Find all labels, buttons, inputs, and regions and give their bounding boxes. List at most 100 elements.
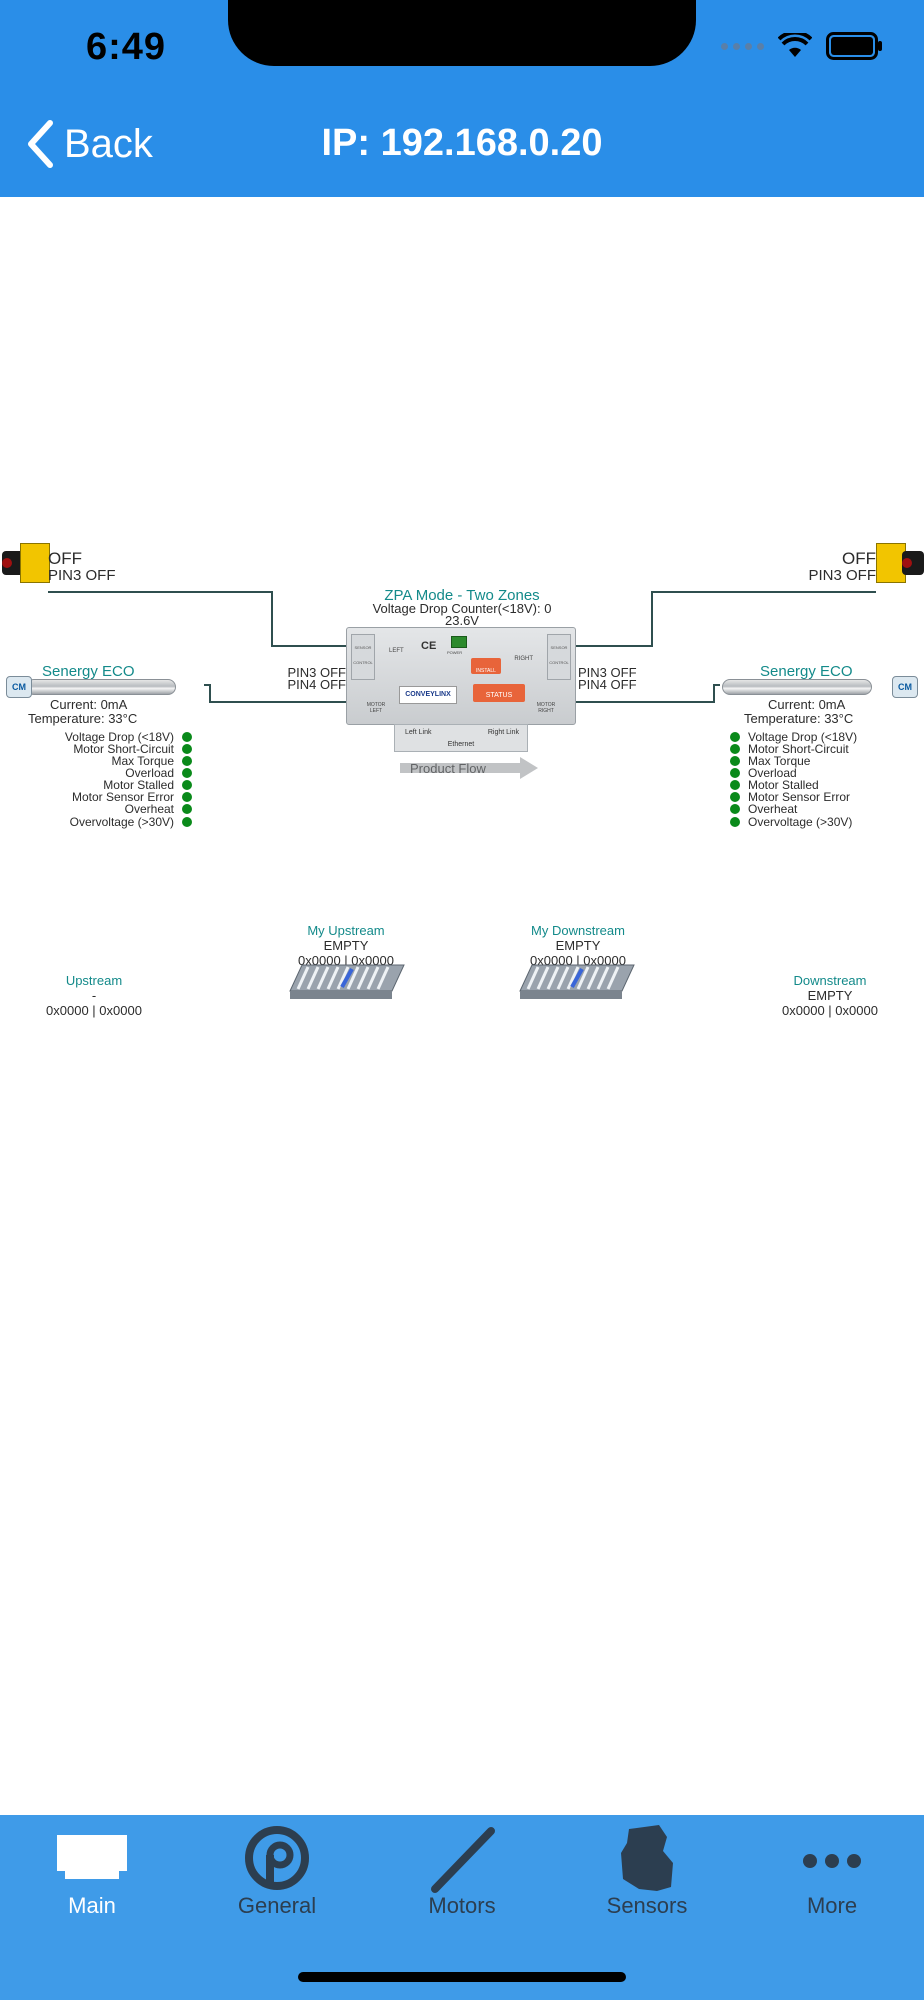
tab-more[interactable]: More <box>740 1815 924 1935</box>
zone-downstream-codes: 0x0000 | 0x0000 <box>782 1003 878 1018</box>
motor-left-label: MOTOR LEFT <box>366 702 386 714</box>
controller-diagram: OFF PIN3 OFF OFF PIN3 OFF ZPA Mode - Two… <box>0 197 924 1815</box>
status-led-icon <box>730 768 740 778</box>
status-row: Motor Sensor Error <box>730 790 920 804</box>
status-led-icon <box>182 780 192 790</box>
tab-general[interactable]: General <box>185 1815 369 1935</box>
status-led-icon <box>182 756 192 766</box>
tab-sensors[interactable]: Sensors <box>555 1815 739 1935</box>
tab-motors-label: Motors <box>428 1893 496 1918</box>
status-led-icon <box>730 732 740 742</box>
status-row: Motor Stalled <box>2 778 192 792</box>
right-motor-current: Current: 0mA <box>768 697 846 712</box>
status-led-icon <box>182 817 192 827</box>
status-led-icon <box>182 732 192 742</box>
left-sensor-state: OFF <box>48 549 82 568</box>
status-row: Overvoltage (>30V) <box>730 815 920 829</box>
navigation-header: 6:49 Back IP: 192.168.0.20 <box>0 0 924 197</box>
right-sensor-state: OFF <box>842 549 876 568</box>
zone-my-upstream-title: My Upstream <box>307 923 385 938</box>
power-label: POWER <box>447 650 463 655</box>
status-indicator: STATUS <box>473 684 525 702</box>
status-led-icon <box>730 756 740 766</box>
home-indicator[interactable] <box>298 1972 626 1982</box>
right-link-label: Right Link <box>487 729 519 736</box>
page-title: IP: 192.168.0.20 <box>321 122 603 164</box>
right-motor-roller-icon <box>722 679 872 695</box>
status-row: Motor Short-Circuit <box>730 742 920 756</box>
status-row: Overheat <box>2 802 192 816</box>
zone-my-upstream-codes: 0x0000 | 0x0000 <box>298 953 394 968</box>
ethernet-label: Ethernet <box>447 741 475 748</box>
status-row: Motor Sensor Error <box>2 790 192 804</box>
zone-my-downstream-status: EMPTY <box>555 938 601 953</box>
left-pin4-label: PIN4 OFF <box>287 677 346 692</box>
sensor-control-left-port: SENSOR CONTROL <box>351 634 375 680</box>
zone-downstream-title: Downstream <box>793 973 867 988</box>
install-button: INSTALL <box>471 658 501 674</box>
status-row: Voltage Drop (<18V) <box>2 730 192 744</box>
zone-upstream-status: - <box>91 988 97 1003</box>
tab-motors[interactable]: Motors <box>370 1815 554 1935</box>
voltage-drop-counter: Voltage Drop Counter(<18V): 0 <box>372 601 552 616</box>
main-icon <box>57 1835 127 1879</box>
sensors-icon <box>621 1825 673 1891</box>
tab-main-label: Main <box>68 1893 116 1918</box>
chevron-left-icon <box>28 120 53 168</box>
zone-my-downstream-codes: 0x0000 | 0x0000 <box>530 953 626 968</box>
status-row: Max Torque <box>730 754 920 768</box>
left-photo-sensor-icon <box>2 543 50 583</box>
status-led-icon <box>182 804 192 814</box>
left-sensor-pin: PIN3 OFF <box>48 567 116 584</box>
left-link-label: Left Link <box>405 729 432 736</box>
status-row: Overheat <box>730 802 920 816</box>
left-led-label: LEFT <box>389 648 404 654</box>
bus-voltage: 23.6V <box>445 613 479 628</box>
back-label: Back <box>64 121 153 166</box>
left-motor-cap-icon: CM <box>6 676 32 698</box>
zone-upstream-title: Upstream <box>65 973 123 988</box>
wifi-icon <box>778 33 812 57</box>
zone-downstream: Downstream EMPTY 0x0000 | 0x0000 <box>750 973 910 1018</box>
status-led-icon <box>730 817 740 827</box>
right-motor-temperature: Temperature: 33°C <box>744 711 854 726</box>
status-row: Motor Stalled <box>730 778 920 792</box>
right-led-label: RIGHT <box>514 656 533 662</box>
status-row: Max Torque <box>2 754 192 768</box>
status-time: 6:49 <box>86 26 167 68</box>
zone-my-downstream: My Downstream EMPTY 0x0000 | 0x0000 <box>498 923 658 968</box>
zone-upstream: Upstream - 0x0000 | 0x0000 <box>14 973 174 1018</box>
power-connector-icon <box>451 636 467 648</box>
ethernet-port-panel: Left Link Right Link Ethernet <box>394 724 528 752</box>
wiring-lines <box>48 591 876 703</box>
status-led-icon <box>182 792 192 802</box>
status-led-icon <box>182 744 192 754</box>
zone-upstream-codes: 0x0000 | 0x0000 <box>46 1003 142 1018</box>
status-row: Voltage Drop (<18V) <box>730 730 920 744</box>
tab-general-label: General <box>237 1893 317 1918</box>
mode-title: ZPA Mode - Two Zones <box>384 587 540 604</box>
status-row: Overload <box>2 766 192 780</box>
status-led-icon <box>730 792 740 802</box>
right-motor-cap-icon: CM <box>892 676 918 698</box>
back-button[interactable]: Back <box>26 120 153 168</box>
status-led-icon <box>730 780 740 790</box>
status-led-icon <box>730 744 740 754</box>
conveylinx-module: SENSOR CONTROL SENSOR CONTROL LEFT RIGHT… <box>346 627 576 725</box>
zone-my-upstream-status: EMPTY <box>323 938 369 953</box>
tab-sensors-label: Sensors <box>606 1893 688 1918</box>
tab-main[interactable]: Main <box>0 1815 184 1935</box>
left-motor-name: Senergy ECO <box>42 663 135 680</box>
status-led-icon <box>182 768 192 778</box>
right-pin4-label: PIN4 OFF <box>578 677 637 692</box>
status-led-icon <box>730 804 740 814</box>
zone-my-upstream: My Upstream EMPTY 0x0000 | 0x0000 <box>266 923 426 968</box>
status-row: Overvoltage (>30V) <box>2 815 192 829</box>
battery-icon <box>826 32 882 60</box>
right-photo-sensor-icon <box>876 543 924 583</box>
right-sensor-pin: PIN3 OFF <box>808 567 876 584</box>
motor-right-label: MOTOR RIGHT <box>536 702 556 714</box>
zone-downstream-status: EMPTY <box>807 988 853 1003</box>
left-motor-status-list: Voltage Drop (<18V) Motor Short-Circuit … <box>2 730 192 829</box>
right-motor-name: Senergy ECO <box>760 663 853 680</box>
